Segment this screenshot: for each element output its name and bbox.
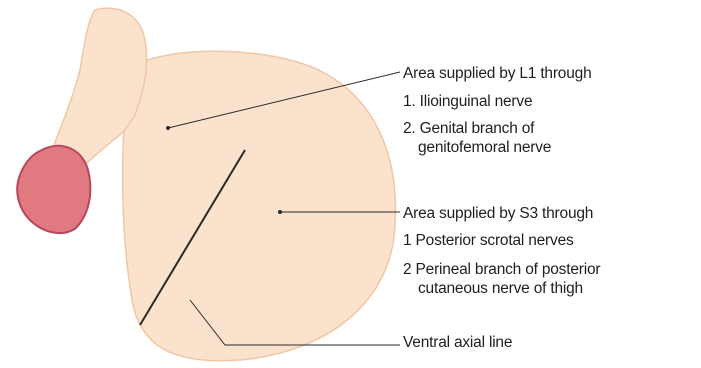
label-l1-item2-line1: 2. Genital branch of bbox=[403, 120, 534, 138]
glans bbox=[17, 146, 90, 233]
label-ventral-axial-line: Ventral axial line bbox=[403, 334, 512, 352]
label-s3-area: Area supplied by S3 through bbox=[403, 205, 593, 223]
marker-l1 bbox=[166, 126, 170, 130]
label-s3-item2-line2: cutaneous nerve of thigh bbox=[418, 280, 583, 298]
label-l1-item1: 1. Ilioinguinal nerve bbox=[403, 93, 532, 111]
label-s3-item2-line1: 2 Perineal branch of posterior bbox=[403, 261, 600, 279]
scrotum-shape bbox=[123, 51, 396, 360]
label-s3-item1: 1 Posterior scrotal nerves bbox=[403, 232, 574, 250]
marker-s3 bbox=[278, 210, 282, 214]
label-l1-area: Area supplied by L1 through bbox=[403, 65, 592, 83]
label-l1-item2-line2: genitofemoral nerve bbox=[418, 139, 551, 157]
